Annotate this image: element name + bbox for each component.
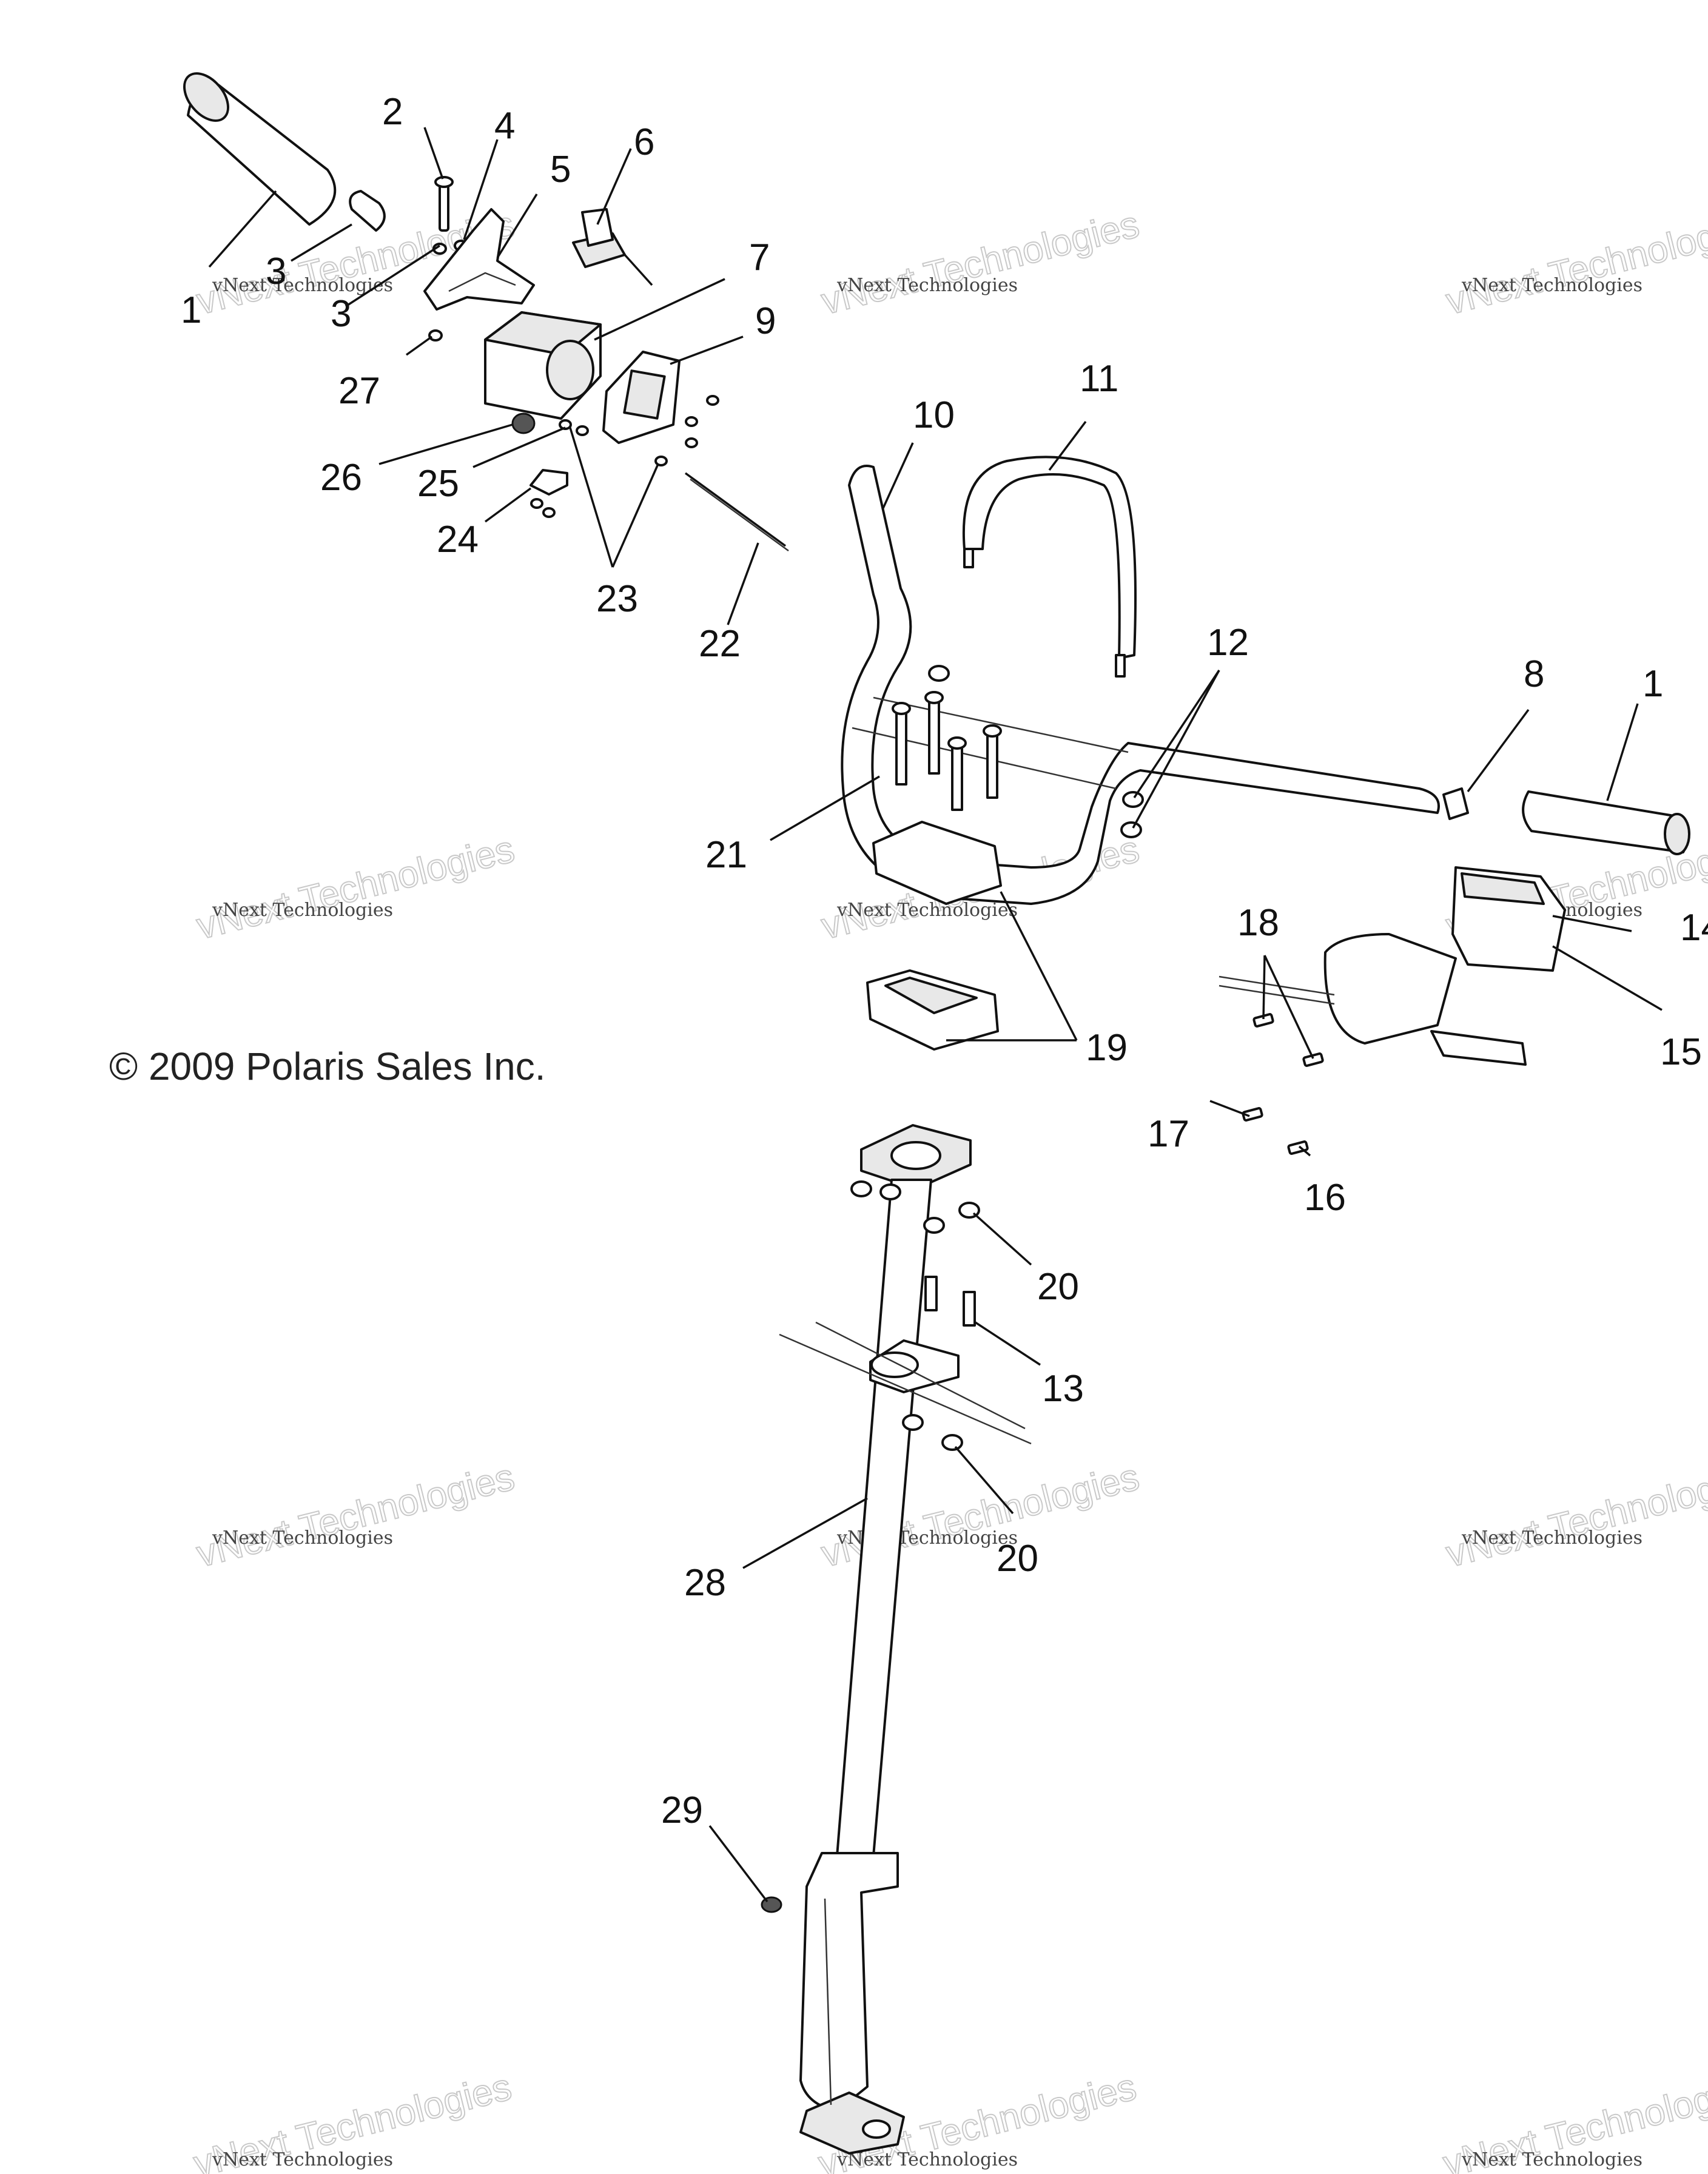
part-cable-22 xyxy=(684,472,789,552)
callout-4: 4 xyxy=(494,105,515,147)
callout-17: 17 xyxy=(1148,1113,1189,1155)
part-pin xyxy=(434,176,454,232)
watermark-text: vNext Technologies xyxy=(212,2149,393,2170)
callout-2: 2 xyxy=(382,91,403,133)
copyright-text: © 2009 Polaris Sales Inc. xyxy=(109,1045,546,1088)
callout-3-lower: 3 xyxy=(331,293,351,335)
watermark-text: vNext Technologies xyxy=(1461,2149,1642,2170)
part-screw-27 xyxy=(428,329,443,342)
callout-22: 22 xyxy=(699,623,741,665)
watermark-text: vNext Technologies xyxy=(212,275,393,296)
watermark-outline-text: vNext Technologies xyxy=(818,203,1143,323)
watermark-outline-text: vNext Technologies xyxy=(193,828,519,947)
part-housing-cover xyxy=(602,351,681,444)
callout-24: 24 xyxy=(437,519,479,560)
watermark-text: vNext Technologies xyxy=(836,2149,1018,2170)
part-bolts-13 xyxy=(924,1276,976,1327)
callout-25: 25 xyxy=(417,463,459,505)
callout-13: 13 xyxy=(1042,1368,1084,1410)
callout-20-upper: 20 xyxy=(1037,1266,1079,1308)
part-right-grip xyxy=(1522,790,1690,855)
part-clamps-19 xyxy=(866,821,1002,1051)
callout-18: 18 xyxy=(1237,902,1279,944)
leader-lines xyxy=(208,127,1663,1903)
watermark-7: vNext Technologies vNext Technologies xyxy=(192,1455,519,1576)
callout-28: 28 xyxy=(684,1562,726,1604)
watermark-text: vNext Technologies xyxy=(212,900,393,921)
part-crossbar-pad xyxy=(962,456,1137,678)
callout-1-right: 1 xyxy=(1642,663,1663,705)
callout-6: 6 xyxy=(634,121,654,163)
callout-8: 8 xyxy=(1524,653,1544,695)
callout-10: 10 xyxy=(913,394,955,436)
part-right-plug xyxy=(1442,787,1469,820)
callout-12: 12 xyxy=(1207,622,1249,664)
callout-19: 19 xyxy=(1086,1027,1128,1069)
watermark-2: vNext Technologies vNext Technologies xyxy=(817,203,1144,323)
watermark-text: vNext Technologies xyxy=(212,1527,393,1549)
callout-21: 21 xyxy=(705,834,747,876)
callout-20-lower: 20 xyxy=(997,1538,1038,1580)
callout-7: 7 xyxy=(749,237,770,278)
callout-14: 14 xyxy=(1680,907,1708,949)
watermark-outline-text: vNext Technologies xyxy=(1442,1456,1708,1575)
watermark-4: vNext Technologies vNext Technologies xyxy=(192,827,519,948)
callout-16: 16 xyxy=(1304,1177,1346,1219)
watermark-outline-text: vNext Technologies xyxy=(1442,203,1708,323)
part-cap-26 xyxy=(511,412,536,434)
watermark-text: vNext Technologies xyxy=(836,275,1018,296)
watermark-9: vNext Technologies vNext Technologies xyxy=(1442,1455,1708,1576)
part-brake-lever xyxy=(1219,933,1527,1066)
callouts: 1 2 3 3 4 5 6 7 9 27 26 25 24 23 22 10 1… xyxy=(181,91,1708,1831)
callout-29: 29 xyxy=(661,1789,703,1831)
watermark-text: vNext Technologies xyxy=(1461,275,1642,296)
part-screws-16-18 xyxy=(1242,1013,1324,1155)
callout-1-left: 1 xyxy=(181,289,201,331)
part-throttle-lever xyxy=(423,208,535,311)
part-nuts-20 xyxy=(850,1180,980,1451)
callout-26: 26 xyxy=(320,457,362,499)
part-lower-bracket xyxy=(799,1852,905,2155)
watermark-text: vNext Technologies xyxy=(1461,1527,1642,1549)
watermark-12: vNext Technologies vNext Technologies xyxy=(1439,2065,1708,2174)
part-right-switch-housing xyxy=(1451,866,1566,972)
part-switch xyxy=(572,208,653,286)
watermark-10: vNext Technologies vNext Technologies xyxy=(189,2065,516,2174)
part-screw-25 xyxy=(559,419,589,436)
callout-23: 23 xyxy=(596,578,638,620)
watermark-text: vNext Technologies xyxy=(836,900,1018,921)
callout-27: 27 xyxy=(338,370,380,412)
part-throttle-housing xyxy=(484,311,602,420)
part-bolts-21 xyxy=(892,691,1002,811)
part-nuts-12 xyxy=(928,665,1144,838)
callout-5: 5 xyxy=(550,149,571,190)
watermark-3: vNext Technologies vNext Technologies xyxy=(1442,203,1708,323)
callout-9: 9 xyxy=(755,300,776,342)
part-left-grip xyxy=(183,72,337,226)
callout-3-upper: 3 xyxy=(266,251,286,292)
callout-11: 11 xyxy=(1080,358,1118,400)
part-screws-23 xyxy=(530,395,719,518)
watermark-outline-text: vNext Technologies xyxy=(193,1456,519,1575)
part-left-plug xyxy=(349,190,386,232)
part-plate-24 xyxy=(530,469,568,496)
callout-15: 15 xyxy=(1660,1031,1702,1073)
